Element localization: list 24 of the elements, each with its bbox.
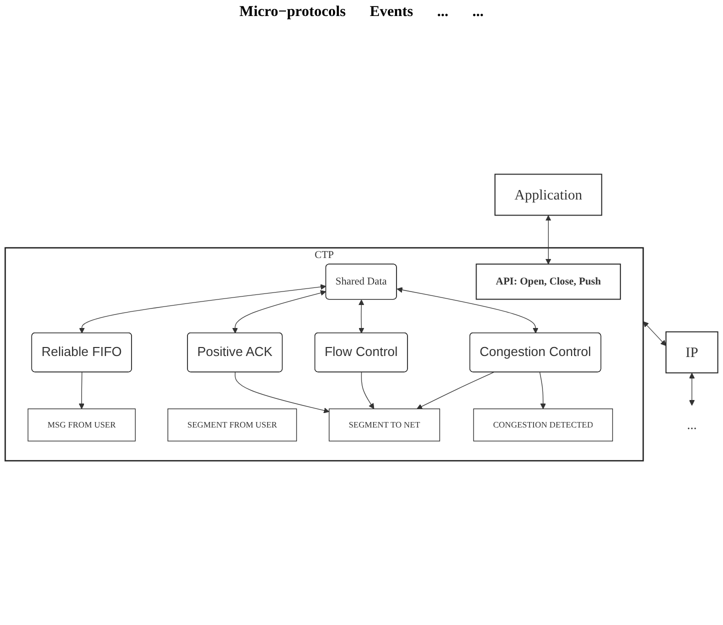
node-box: SEGMENT FROM USER	[168, 408, 297, 442]
arrow	[545, 215, 552, 264]
label-text: Events	[370, 4, 414, 21]
node-box: MSG FROM USER	[28, 408, 136, 442]
label-text: Micro−protocols	[239, 4, 346, 21]
arrow	[234, 372, 330, 414]
arrow	[689, 372, 695, 406]
arrow	[78, 372, 84, 410]
label-text: ...	[472, 4, 484, 21]
node-box: CONGESTION DETECTED	[473, 408, 613, 442]
node-text: ...	[687, 418, 697, 432]
arrow	[539, 372, 546, 410]
arrow	[361, 372, 374, 410]
node-box: API: Open, Close, Push	[476, 264, 621, 300]
arrow	[358, 300, 364, 334]
arrow	[232, 290, 326, 334]
arrow	[396, 287, 538, 334]
arrow	[416, 372, 494, 410]
node-box: SEGMENT TO NET	[328, 408, 440, 442]
arrow	[643, 321, 666, 346]
arrow	[79, 284, 326, 334]
node-box: Application	[494, 174, 602, 216]
label-text: ...	[437, 4, 448, 21]
node-box: IP	[666, 331, 718, 374]
